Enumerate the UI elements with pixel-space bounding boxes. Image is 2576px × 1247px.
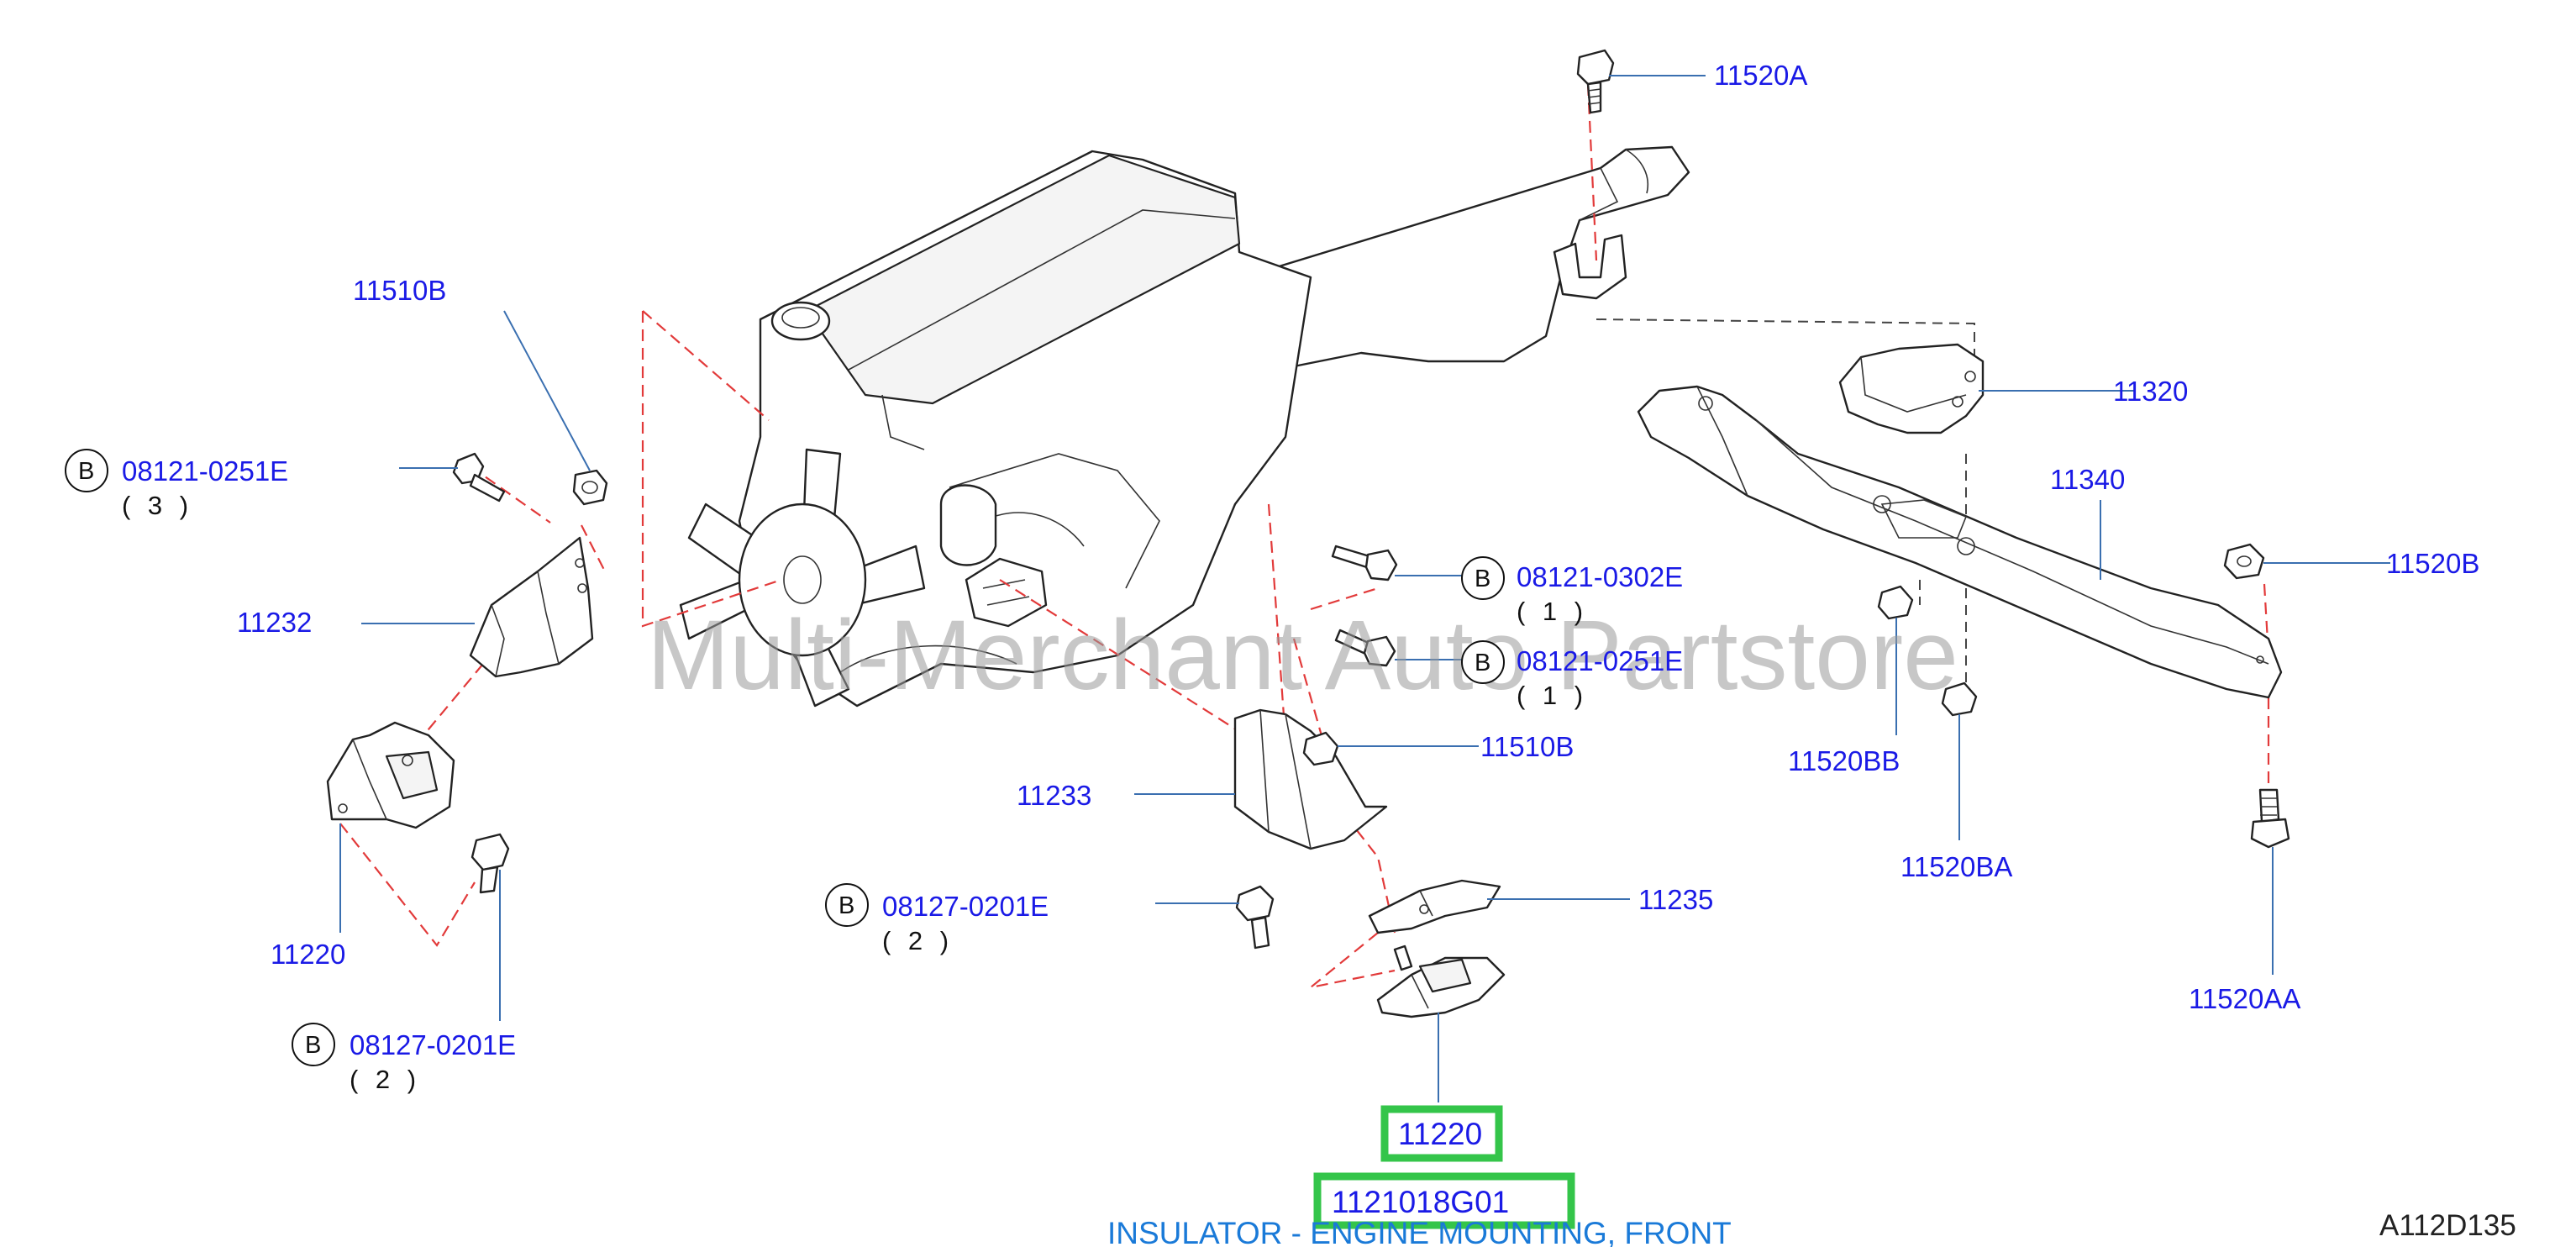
bolt-08121-0302E-illustration	[1331, 545, 1398, 581]
insulator-11320-illustration	[1838, 343, 1985, 434]
nut-11520BB-illustration	[1877, 585, 1914, 620]
callout-11520BA[interactable]: 11520BA	[1900, 851, 2012, 882]
bolt-badge-letter: B	[78, 458, 94, 485]
qty-08127-0201E-mid: ( 2 )	[882, 926, 954, 955]
diagram-code: A112D135	[2379, 1209, 2516, 1242]
crossmember-11340-illustration	[1637, 385, 2283, 699]
nut-11510B-mid-illustration	[1302, 731, 1339, 766]
qty-08127-0201E-left: ( 2 )	[350, 1065, 421, 1094]
bolt-badge-left: B	[65, 449, 108, 492]
callout-11340[interactable]: 11340	[2050, 464, 2125, 495]
callout-11510B-top[interactable]: 11510B	[353, 275, 446, 306]
nut-11510B-illustration	[572, 469, 608, 506]
callout-08127-0201E-mid[interactable]: 08127-0201E	[882, 891, 1049, 922]
callout-11220-left[interactable]: 11220	[271, 939, 345, 970]
bolt-badge-letter: B	[1475, 650, 1490, 676]
selected-part-number[interactable]: 1121018G01	[1332, 1185, 1509, 1219]
nut-11520B-illustration	[2223, 543, 2265, 580]
qty-08121-0302E: ( 1 )	[1517, 597, 1588, 626]
bolt-11520AA-illustration	[2250, 788, 2290, 849]
callout-08121-0251E-left[interactable]: 08121-0251E	[122, 455, 288, 487]
callout-11520BB[interactable]: 11520BB	[1788, 745, 1900, 776]
callout-08121-0302E[interactable]: 08121-0302E	[1517, 561, 1683, 592]
callout-11233[interactable]: 11233	[1017, 780, 1091, 811]
watermark: Multi-Merchant Auto Partstore	[647, 600, 1958, 711]
bolt-left-illustration	[452, 452, 506, 502]
selected-part-callout[interactable]: 11220 1121018G01 INSULATOR - ENGINE MOUN…	[1107, 1105, 1732, 1247]
callout-11320[interactable]: 11320	[2113, 376, 2188, 407]
bolt-08127-mid-illustration	[1235, 885, 1275, 950]
bolt-badge-mid-3: B	[825, 883, 869, 927]
bracket-11233-illustration	[1233, 708, 1388, 850]
bolt-badge-mid-2: B	[1461, 640, 1505, 684]
plate-11235-illustration	[1368, 879, 1501, 934]
bolt-11520A-illustration	[1576, 49, 1615, 114]
nut-11520BA-illustration	[1941, 681, 1978, 717]
bolt-badge-mid-1: B	[1461, 556, 1505, 600]
selected-ref[interactable]: 11220	[1398, 1117, 1482, 1151]
callout-11520B[interactable]: 11520B	[2386, 548, 2479, 579]
insulator-11220-selected-illustration	[1376, 944, 1506, 1018]
bolt-08127-left-illustration	[471, 833, 510, 894]
qty-08121-0251E-mid: ( 1 )	[1517, 681, 1588, 710]
bolt-badge-bottom-left: B	[292, 1023, 335, 1066]
selected-description: INSULATOR - ENGINE MOUNTING, FRONT	[1107, 1216, 1732, 1247]
callout-11520A[interactable]: 11520A	[1714, 60, 1807, 91]
bolt-badge-letter: B	[839, 892, 854, 919]
bolt-badge-letter: B	[305, 1032, 321, 1059]
qty-08121-0251E-left: ( 3 )	[122, 491, 193, 520]
bracket-11232-illustration	[469, 536, 594, 678]
leader-lines	[339, 75, 2390, 1102]
cooling-fan-illustration	[679, 448, 926, 708]
selected-part-number-highlight	[1313, 1172, 1575, 1229]
bolt-badge-letter: B	[1475, 566, 1490, 592]
callout-11510B-mid[interactable]: 11510B	[1480, 731, 1574, 762]
selected-ref-highlight	[1380, 1105, 1503, 1162]
callout-11520AA[interactable]: 11520AA	[2189, 983, 2300, 1014]
bolt-08121-0251E-mid-illustration	[1334, 629, 1396, 667]
callout-08127-0201E-left[interactable]: 08127-0201E	[350, 1029, 516, 1060]
callout-11235[interactable]: 11235	[1638, 884, 1713, 915]
callout-labels: 11520A 11510B B 08121-0251E ( 3 ) 11232 …	[65, 60, 2479, 1094]
engine-transmission-illustration	[679, 145, 1690, 708]
insulator-11220-left-illustration	[326, 721, 455, 829]
callout-11232[interactable]: 11232	[237, 607, 312, 638]
callout-08121-0251E-mid[interactable]: 08121-0251E	[1517, 645, 1683, 676]
